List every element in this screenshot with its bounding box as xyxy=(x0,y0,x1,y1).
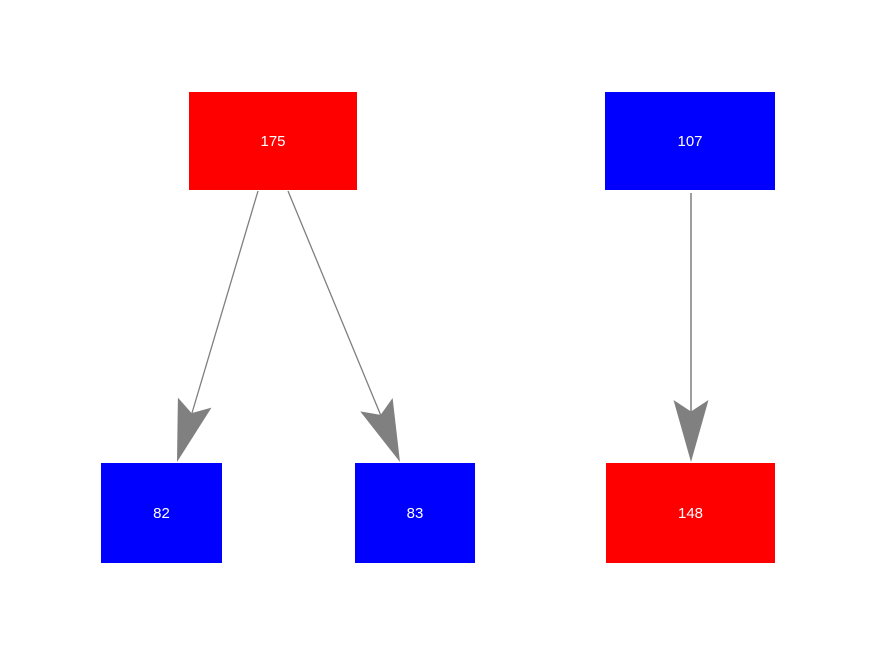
node-label: 83 xyxy=(406,504,424,522)
node-label: 148 xyxy=(677,504,704,522)
node-n148: 148 xyxy=(606,463,775,563)
edge-line xyxy=(191,190,259,414)
edge-107-148 xyxy=(673,193,709,462)
arrowhead-icon xyxy=(360,398,400,462)
node-label: 82 xyxy=(153,504,170,522)
node-n107: 107 xyxy=(605,92,775,190)
arrowhead-icon xyxy=(177,397,212,462)
node-n175: 175 xyxy=(189,92,357,190)
arrowhead-icon xyxy=(673,400,709,462)
node-n82: 82 xyxy=(101,463,222,563)
node-label: 175 xyxy=(260,132,286,150)
node-label: 107 xyxy=(677,132,703,150)
edge-175-83 xyxy=(287,190,400,462)
node-n83: 83 xyxy=(355,463,475,563)
edge-line xyxy=(287,190,382,416)
edge-175-82 xyxy=(177,190,259,462)
